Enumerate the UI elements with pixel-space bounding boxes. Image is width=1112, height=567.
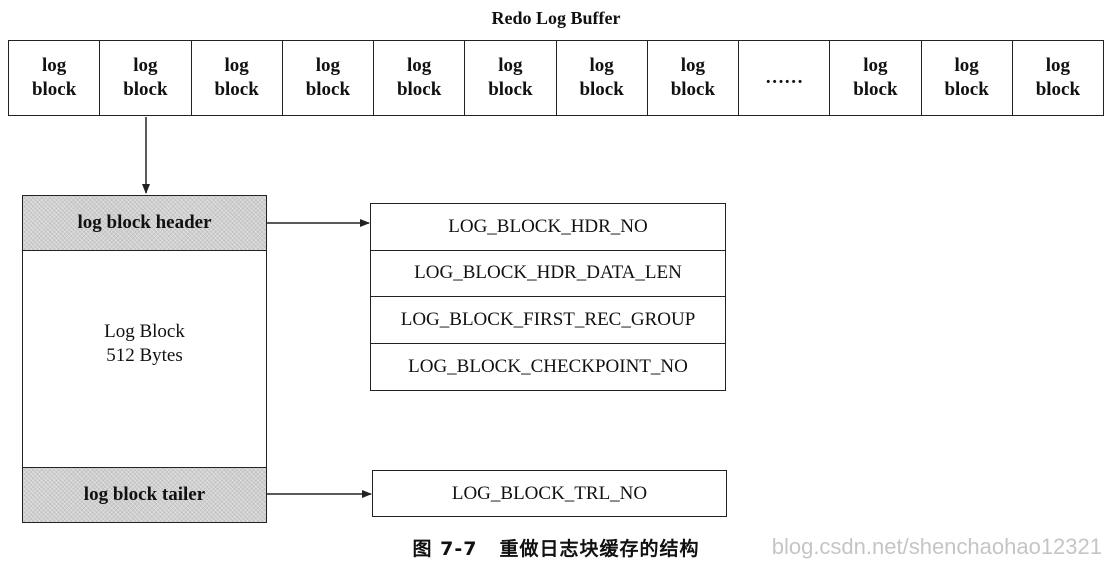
- header-field: LOG_BLOCK_HDR_NO: [371, 204, 725, 251]
- cell-label-line1: log: [133, 55, 158, 76]
- redo-log-buffer: log block log block log block log block log b…: [8, 40, 1104, 116]
- buffer-cell: log block: [922, 41, 1013, 115]
- figure-caption: 图 7-7 重做日志块缓存的结构: [0, 534, 1112, 561]
- cell-label-line1: log: [224, 55, 249, 76]
- figure-number: 图 7-7: [412, 538, 478, 560]
- buffer-cell: log block: [100, 41, 192, 115]
- cell-label-line2: block: [123, 79, 168, 100]
- cell-label-line2: block: [1035, 79, 1081, 100]
- buffer-cell: log block: [648, 41, 739, 115]
- log-block-body: Log Block 512 Bytes: [23, 320, 266, 368]
- buffer-cell: log block: [374, 41, 466, 115]
- cell-label-line2: block: [670, 79, 716, 100]
- header-field: LOG_BLOCK_FIRST_REC_GROUP: [371, 297, 725, 344]
- buffer-cell: log block: [9, 41, 101, 115]
- header-field: LOG_BLOCK_HDR_DATA_LEN: [371, 251, 725, 297]
- buffer-cell: log block: [283, 41, 374, 115]
- cell-label-line2: block: [944, 79, 989, 100]
- cell-label-line1: log: [680, 55, 706, 76]
- header-fields-table: LOG_BLOCK_HDR_NO LOG_BLOCK_HDR_DATA_LEN …: [370, 203, 726, 391]
- watermark: blog.csdn.net/shenchaohao12321: [771, 534, 1102, 559]
- cell-label-line1: log: [863, 55, 888, 76]
- diagram-title: Redo Log Buffer: [491, 8, 621, 28]
- buffer-cell: log block: [465, 41, 557, 115]
- cell-label-line2: block: [579, 79, 624, 100]
- tailer-field: LOG_BLOCK_TRL_NO: [372, 470, 727, 517]
- cell-label-line1: ……: [765, 67, 804, 88]
- buffer-cell: log block: [830, 41, 922, 115]
- log-block-size: 512 Bytes: [106, 345, 183, 366]
- cell-label-line2: block: [853, 79, 898, 100]
- cell-label-line1: log: [315, 55, 341, 76]
- figure-caption-text: 重做日志块缓存的结构: [499, 538, 700, 560]
- cell-label-line1: log: [406, 55, 432, 76]
- cell-label-line2: block: [488, 79, 533, 100]
- cell-label-line1: log: [1045, 55, 1071, 76]
- cell-label-line2: block: [31, 79, 77, 100]
- cell-label-line1: log: [954, 55, 979, 76]
- log-block-header: log block header: [23, 196, 266, 251]
- buffer-cell: log block: [1013, 41, 1103, 115]
- cell-label-line1: log: [41, 55, 67, 76]
- log-block-tailer: log block tailer: [23, 467, 266, 522]
- cell-label-line1: log: [498, 55, 523, 76]
- log-block: log block header Log Block 512 Bytes log…: [22, 195, 267, 523]
- buffer-cell: log block: [192, 41, 283, 115]
- cell-label-line2: block: [396, 79, 442, 100]
- cell-label-line2: block: [305, 79, 351, 100]
- buffer-cell-ellipsis: ……: [739, 41, 831, 115]
- cell-label-line2: block: [214, 79, 259, 100]
- cell-label-line1: log: [589, 55, 614, 76]
- header-field: LOG_BLOCK_CHECKPOINT_NO: [408, 355, 688, 377]
- buffer-cell: log block: [557, 41, 648, 115]
- log-block-name: Log Block: [104, 321, 185, 342]
